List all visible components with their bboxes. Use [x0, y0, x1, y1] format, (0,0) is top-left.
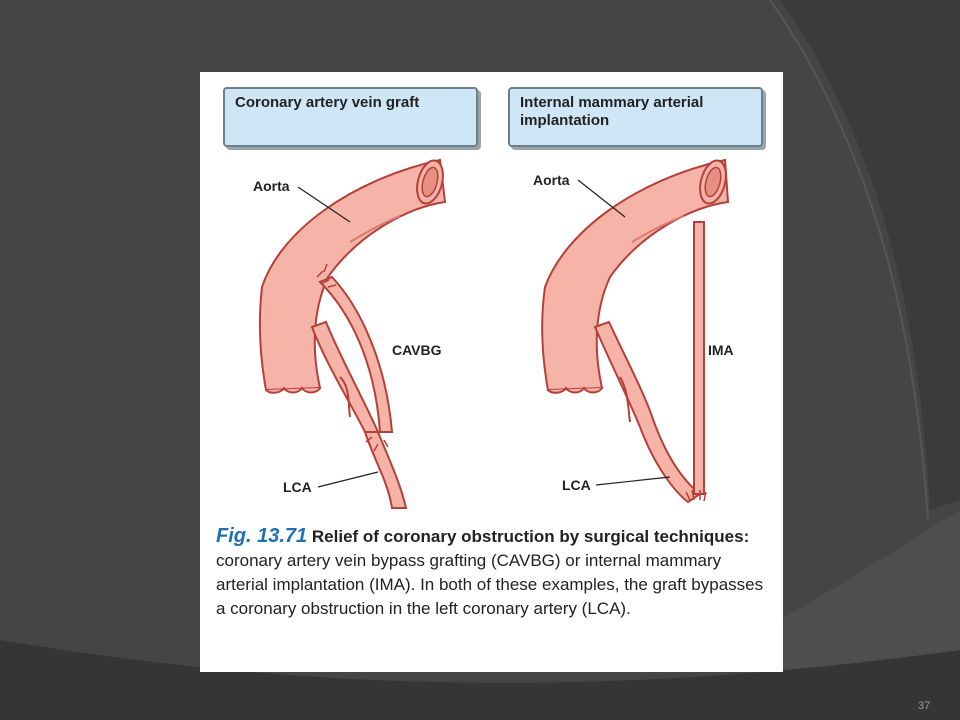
slide-page-number: 37 [918, 700, 931, 712]
right-graft-label: IMA [708, 342, 734, 358]
left-lca-label: LCA [283, 479, 312, 495]
figure-card: Coronary artery vein graft Internal mamm… [200, 72, 783, 672]
right-coronary-artery [593, 320, 702, 504]
bypass-diagram [258, 158, 730, 509]
right-aorta-label: Aorta [533, 172, 570, 188]
caption-body: coronary artery vein bypass grafting (CA… [216, 551, 764, 618]
right-panel-title-line2: implantation [520, 112, 610, 129]
right-aorta [541, 158, 730, 394]
left-panel-title: Coronary artery vein graft [223, 87, 478, 147]
figure-number: Fig. 13.71 [216, 525, 308, 547]
left-panel-title-text: Coronary artery vein graft [235, 94, 420, 111]
left-aorta [258, 158, 447, 394]
left-graft-label: CAVBG [392, 342, 442, 358]
right-ima-graft [685, 221, 707, 502]
left-vein-graft [316, 263, 394, 452]
left-aorta-label: Aorta [253, 178, 290, 194]
right-lca-label: LCA [562, 477, 591, 493]
left-coronary-artery [310, 320, 408, 509]
right-panel-title-line1: Internal mammary arterial [520, 94, 704, 111]
caption-title: Relief of coronary obstruction by surgic… [311, 527, 750, 546]
right-panel-title: Internal mammary arterial implantation [508, 87, 763, 147]
figure-caption: Fig. 13.71 Relief of coronary obstructio… [216, 524, 776, 621]
